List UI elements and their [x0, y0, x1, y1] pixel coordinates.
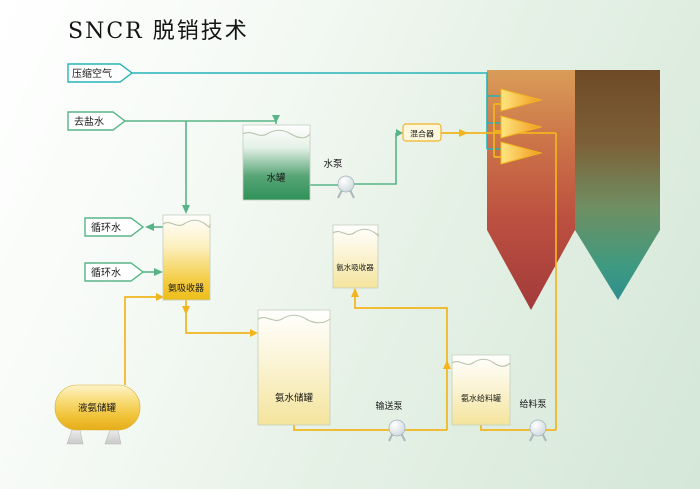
- circulating-water-in-tag: [84, 262, 145, 282]
- ammonia-water-absorber: 氨水吸收器: [332, 224, 380, 289]
- arrow-into-water-absorber: [351, 288, 359, 297]
- ammonia-nozzle-stubs: [494, 103, 501, 158]
- circulating-water-out-tag: [84, 217, 145, 237]
- arrow-into-ammonia-absorber: [182, 205, 190, 214]
- water-pump-label: 水泵: [323, 158, 343, 170]
- compressed-air-label: 压缩空气: [72, 67, 112, 80]
- flue-gas-pass: [575, 70, 660, 300]
- nozzle-bottom: [500, 141, 543, 165]
- demin-water-tag: [67, 111, 127, 131]
- water-pump: 水泵: [323, 158, 355, 199]
- arrow-into-water-tank: [272, 115, 280, 123]
- arrow-absorber-out: [182, 306, 190, 315]
- arrow-circ-water-in: [154, 268, 163, 276]
- absorber-to-storage-line: [185, 300, 256, 334]
- furnace-chamber: [487, 70, 575, 310]
- transfer-pump-label: 输送泵: [375, 400, 402, 412]
- tank-leg-left: [66, 429, 84, 445]
- arrow-riser-up: [443, 360, 451, 369]
- arrow-into-mixer: [396, 129, 403, 137]
- liquid-ammonia-line: [124, 296, 156, 385]
- circulating-water-out-label: 循环水: [91, 221, 121, 234]
- ammonia-water-storage-tank: 氨水储罐: [257, 309, 331, 426]
- arrow-mixer-out: [459, 129, 468, 137]
- ammonia-water-absorber-label: 氨水吸收器: [336, 262, 374, 272]
- storage-to-transfer-pump-line: [293, 425, 447, 431]
- page-title: SNCR 脱销技术: [68, 19, 249, 44]
- ammonia-absorber: 氨吸收器: [162, 214, 211, 301]
- arrow-circ-water-out: [145, 223, 154, 231]
- arrow-into-storage-tank: [250, 329, 258, 337]
- water-tank-label: 水罐: [266, 172, 286, 184]
- nozzle-top: [500, 88, 543, 112]
- demin-water-label: 去盐水: [74, 115, 104, 128]
- flow-tags: 压缩空气 去盐水 循环水 循环水: [67, 63, 145, 282]
- ammonia-water-feed-tank-label: 氨水给料罐: [461, 393, 501, 403]
- transfer-pump-body: [388, 419, 406, 437]
- compressed-air-tag: [67, 63, 134, 83]
- ammonia-water-feed-tank: 氨水给料罐: [451, 354, 511, 426]
- liquid-ammonia-tank-label: 液氨储罐: [78, 402, 117, 414]
- water-pump-body: [337, 175, 355, 193]
- feed-pump-body: [529, 419, 547, 437]
- injection-nozzles: [500, 88, 543, 165]
- liquid-ammonia-storage-tank: 液氨储罐: [54, 384, 141, 445]
- circulating-water-in-label: 循环水: [91, 266, 121, 279]
- feed-pump: 给料泵: [519, 398, 547, 442]
- water-tank: 水罐: [242, 124, 311, 201]
- ammonia-absorber-label: 氨吸收器: [168, 282, 204, 294]
- mixer-label: 混合器: [410, 129, 434, 139]
- transfer-pump: 输送泵: [375, 400, 406, 442]
- mixer: 混合器: [402, 123, 442, 142]
- demin-water-line: [125, 120, 277, 124]
- arrow-into-absorber-bottom: [156, 293, 164, 301]
- nozzle-middle: [500, 115, 543, 139]
- ammonia-water-storage-tank-label: 氨水储罐: [275, 392, 314, 404]
- pump-to-mixer-line: [354, 133, 397, 185]
- tank-leg-right: [104, 429, 122, 445]
- feed-pump-label: 给料泵: [519, 398, 546, 410]
